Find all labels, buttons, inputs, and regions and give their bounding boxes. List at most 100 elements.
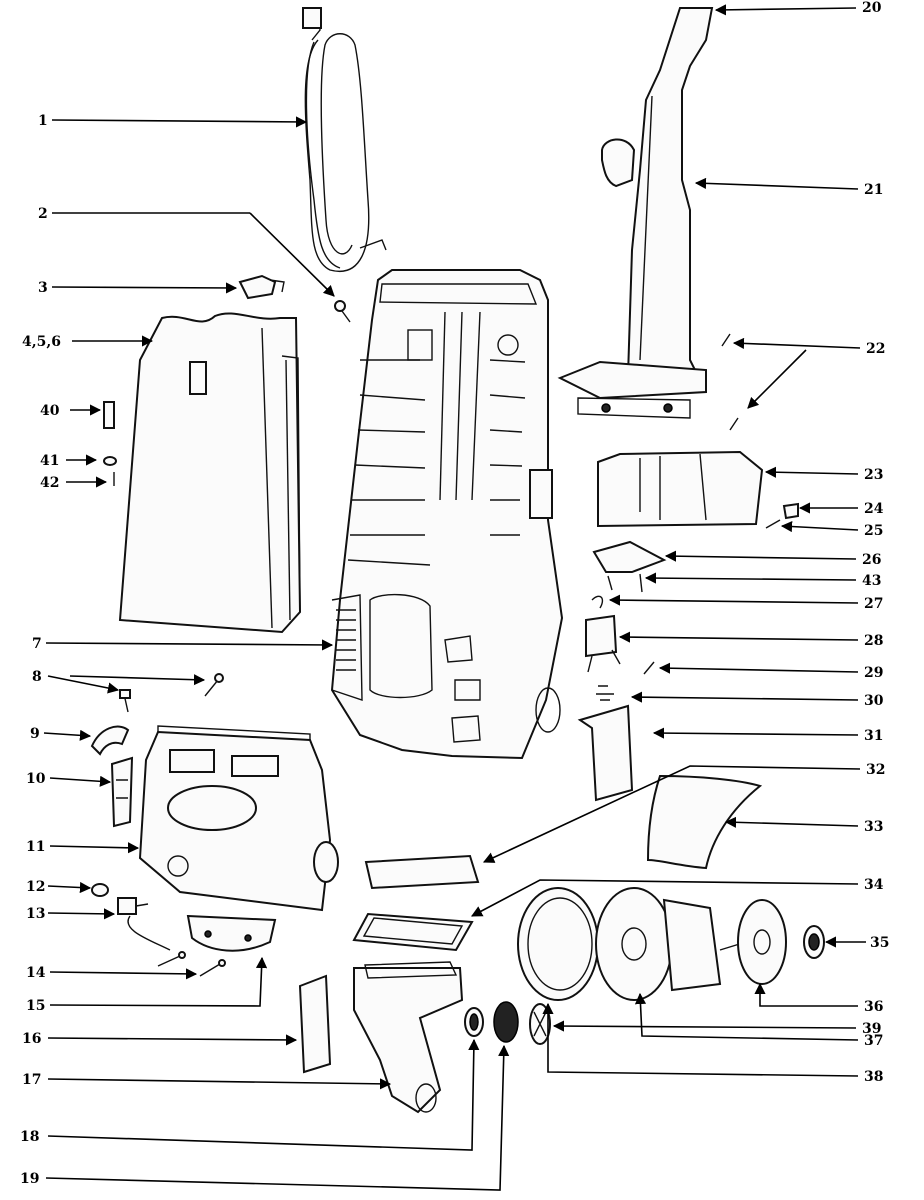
leader-8-b (69, 674, 206, 686)
leader-38 (542, 1002, 859, 1077)
leader-1 (51, 116, 308, 128)
handle-part-21 (557, 7, 714, 419)
label-19: 19 (20, 1171, 39, 1187)
label-11: 11 (26, 839, 45, 855)
part-28 (585, 614, 621, 673)
part-10 (110, 756, 134, 828)
label-1: 1 (38, 113, 48, 129)
label-25: 25 (864, 523, 883, 539)
leader-39 (552, 1020, 857, 1032)
label-30: 30 (864, 693, 884, 709)
label-16: 16 (22, 1031, 41, 1047)
part-16 (298, 974, 332, 1074)
screws-part-8 (119, 673, 224, 713)
part-23 (597, 450, 764, 528)
part-31 (577, 704, 634, 802)
label-42: 42 (40, 475, 59, 491)
label-2: 2 (38, 206, 48, 222)
leader-29 (658, 662, 859, 674)
leader-10 (49, 775, 112, 787)
filters-part-34 (352, 854, 480, 952)
leader-15 (49, 956, 268, 1007)
part-12 (91, 883, 109, 897)
label-22: 22 (866, 341, 885, 357)
leader-22-b (747, 349, 807, 409)
leader-22-a (732, 337, 861, 349)
leader-11 (49, 842, 140, 854)
callout-labels: 1 2 3 4,5,6 40 41 42 7 8 9 10 11 12 13 1… (20, 0, 889, 1187)
label-41: 41 (40, 453, 59, 469)
parts-43-27 (591, 573, 643, 609)
part-18-ring (464, 1007, 484, 1037)
leader-43 (644, 572, 857, 584)
part-39-ring (529, 1003, 551, 1045)
leader-16 (47, 1034, 298, 1046)
part-15 (186, 914, 277, 952)
leader-36 (754, 982, 858, 1007)
label-9: 9 (30, 726, 40, 742)
leader-17 (47, 1078, 392, 1090)
label-7: 7 (32, 636, 42, 652)
label-37: 37 (864, 1033, 883, 1049)
leader-25 (780, 520, 859, 533)
label-35: 35 (870, 935, 889, 951)
label-20: 20 (862, 0, 882, 16)
label-28: 28 (864, 633, 883, 649)
leader-9 (43, 729, 92, 741)
clip-part-3 (238, 274, 285, 300)
leader-14 (49, 968, 198, 980)
label-8: 8 (32, 669, 42, 685)
power-cord-part (302, 7, 387, 272)
leader-12 (47, 881, 92, 894)
label-31: 31 (864, 728, 883, 744)
label-12: 12 (26, 879, 45, 895)
label-38: 38 (864, 1069, 883, 1085)
leader-20 (714, 4, 857, 16)
leader-26 (664, 550, 857, 562)
part-33-cover (646, 774, 763, 870)
leader-18 (47, 1038, 480, 1151)
label-13: 13 (26, 906, 45, 922)
leader-lines (43, 4, 866, 1191)
part-22-pins (721, 333, 739, 431)
leader-37 (634, 992, 859, 1041)
label-32: 32 (866, 762, 885, 778)
leader-8-a (47, 675, 120, 694)
leader-34 (471, 879, 859, 917)
label-4-5-6: 4,5,6 (22, 334, 61, 350)
label-39: 39 (862, 1021, 881, 1037)
part-19-grid (493, 1001, 519, 1043)
label-21: 21 (864, 182, 883, 198)
small-parts-40-42 (103, 401, 117, 486)
leader-19 (45, 1044, 510, 1191)
label-3: 3 (38, 280, 48, 296)
label-24: 24 (864, 501, 884, 517)
leader-13 (47, 908, 116, 920)
leader-3 (51, 282, 238, 294)
front-panel-part (118, 312, 302, 634)
label-23: 23 (864, 467, 883, 483)
leader-2-b (249, 212, 335, 297)
leader-27 (608, 594, 859, 606)
part-13 (117, 897, 171, 951)
part-17-nozzle (353, 961, 464, 1114)
label-36: 36 (864, 999, 883, 1015)
label-17: 17 (22, 1072, 41, 1088)
main-body-housing-part (330, 269, 564, 760)
label-29: 29 (864, 665, 883, 681)
motor-assembly-parts (517, 887, 825, 1001)
part-26 (592, 540, 667, 591)
part-14 (157, 951, 226, 977)
leader-21 (694, 177, 859, 190)
bracket-part-9 (90, 725, 130, 756)
label-26: 26 (862, 552, 881, 568)
leader-30 (630, 691, 859, 703)
label-43: 43 (862, 573, 881, 589)
label-18: 18 (20, 1129, 39, 1145)
leader-28 (618, 631, 859, 643)
parts-24-25 (765, 502, 799, 529)
leader-31 (652, 727, 859, 739)
label-27: 27 (864, 596, 883, 612)
leader-33 (724, 816, 859, 828)
